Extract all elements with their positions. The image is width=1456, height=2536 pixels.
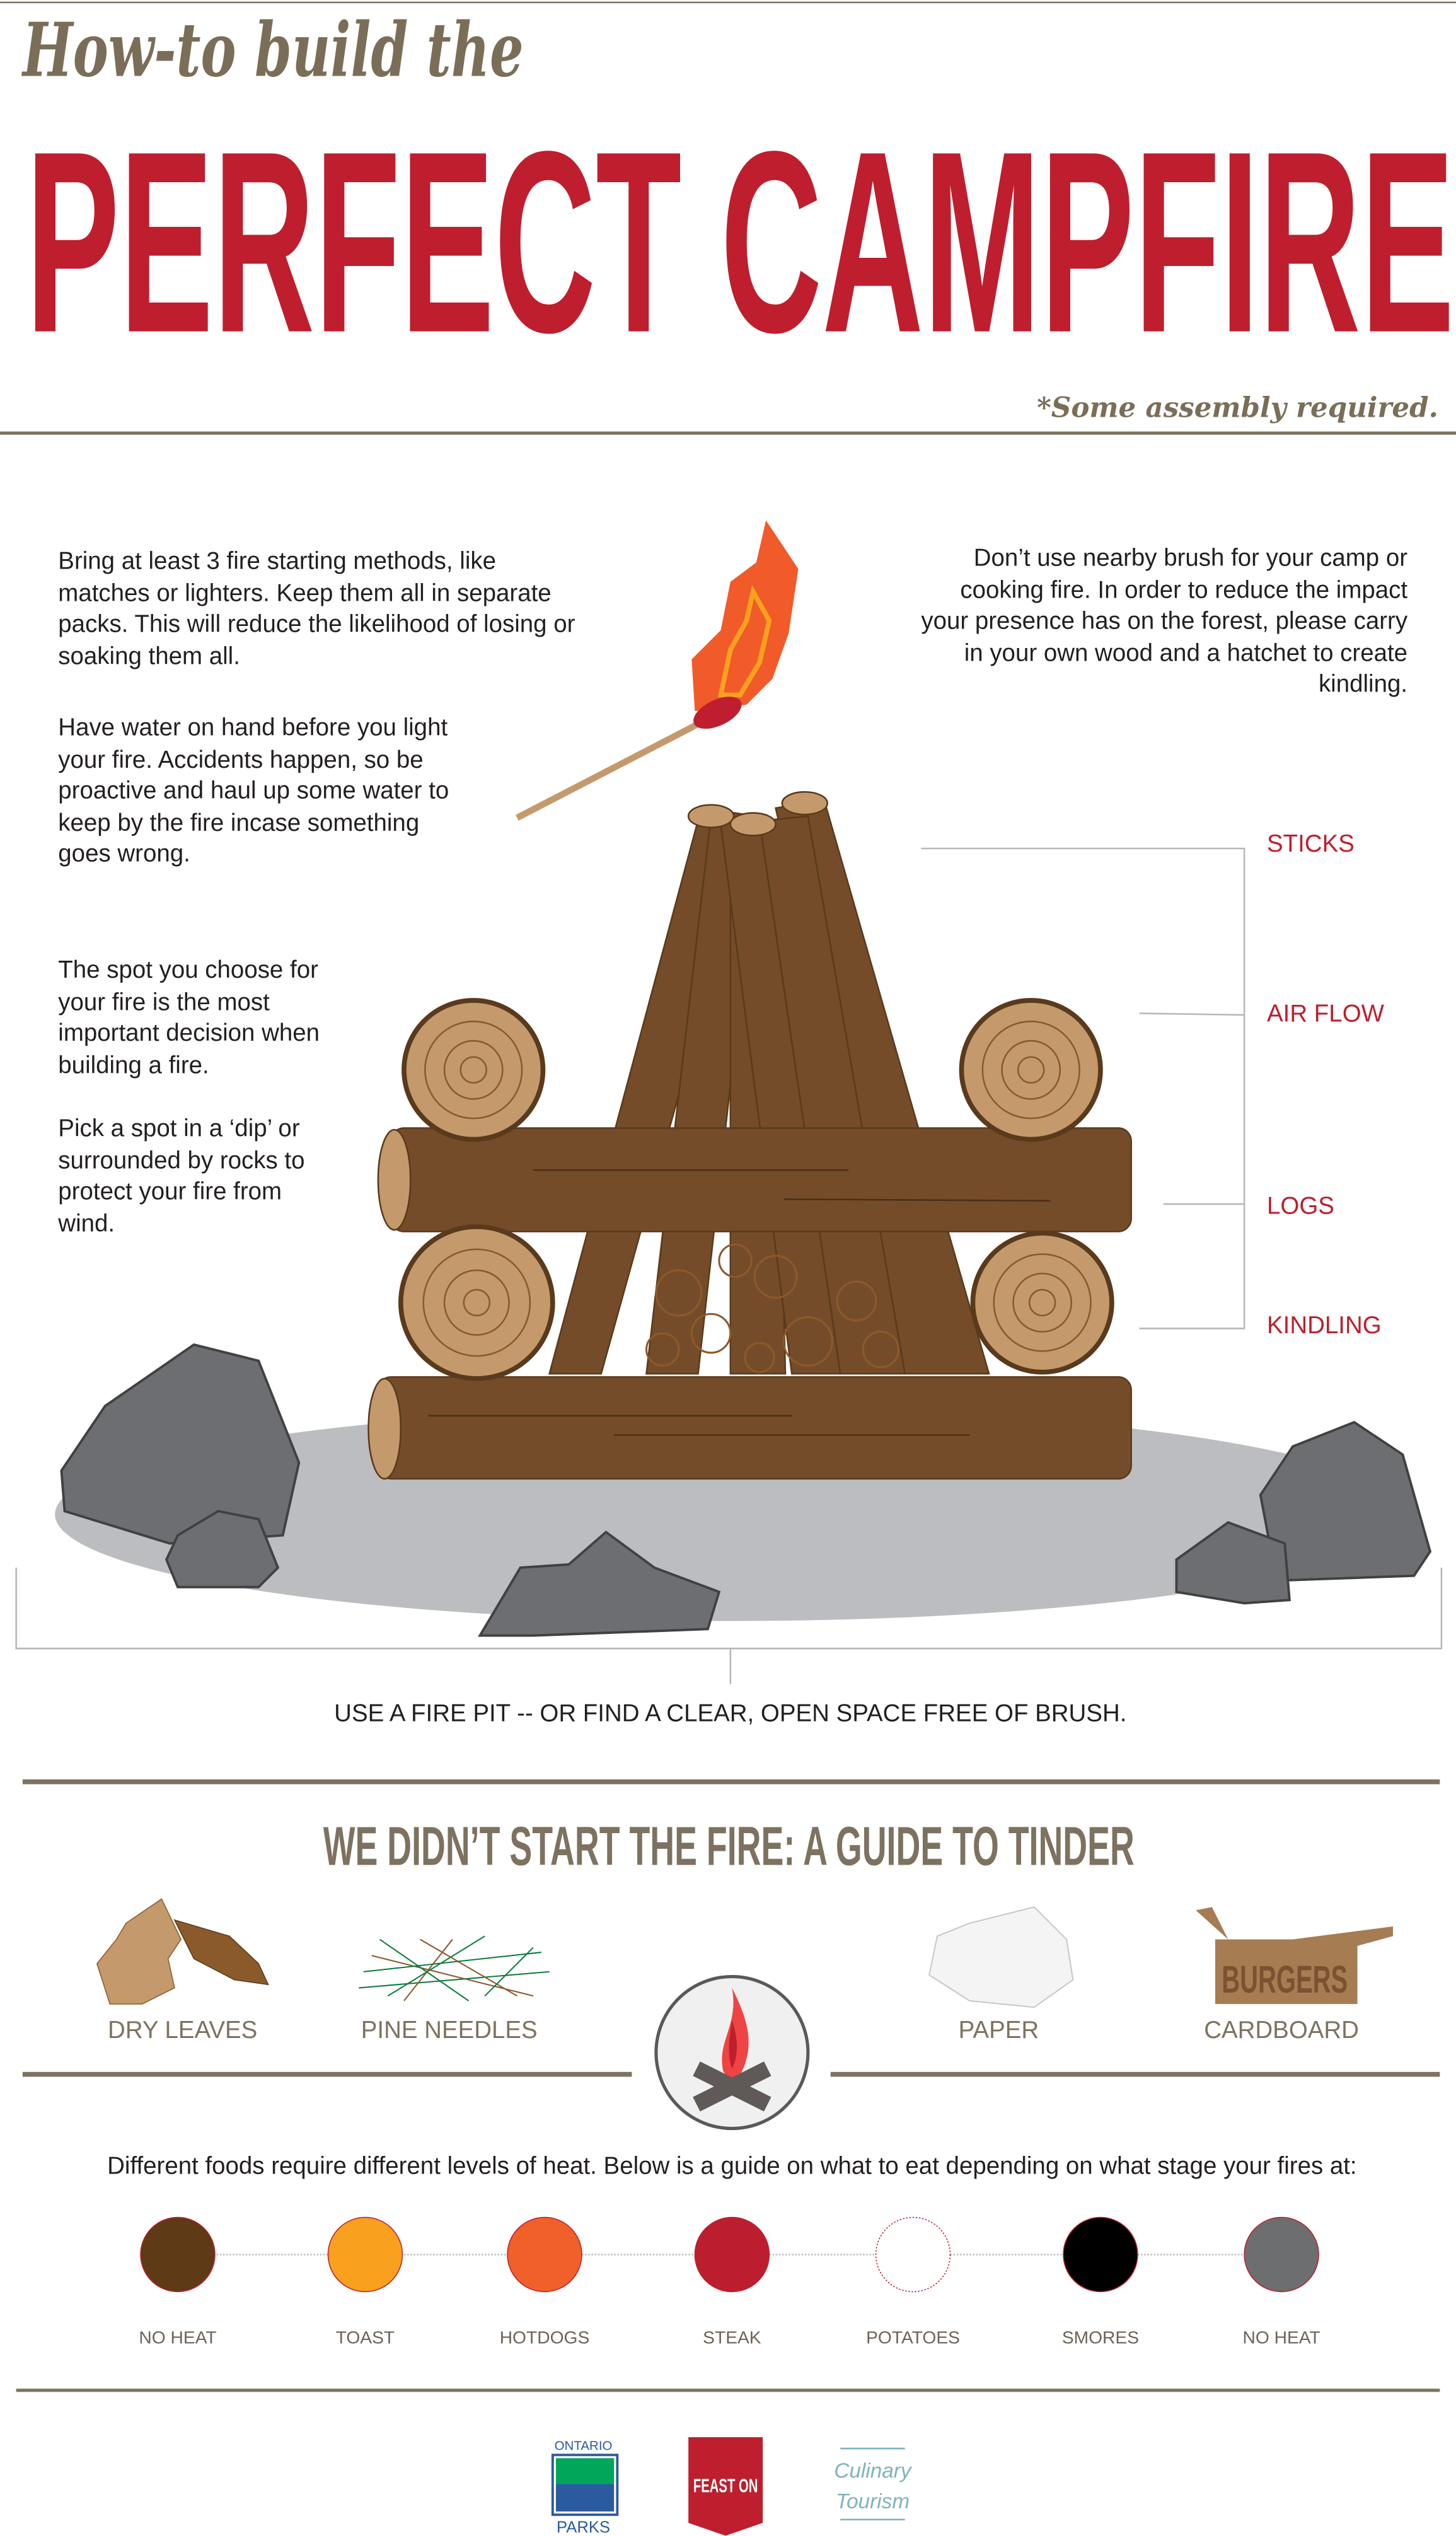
tinder-rule-left [22,2071,632,2077]
tip-fire-starters: Bring at least 3 fire starting methods, … [58,548,575,671]
pine-needles-icon [359,1935,550,2001]
logs [367,998,1132,1480]
tinder-label-cardboard: CARDBOARD [1204,2017,1359,2045]
heat-stage-dot [140,2216,216,2293]
sticks [548,790,990,1375]
logo-parks-text: PARKS [557,2518,610,2535]
dry-leaves-icon [96,1898,269,2005]
logo-feast-text: FEAST ON [693,2474,758,2496]
heat-stage-dot [507,2216,582,2293]
heat-stage-dot [694,2216,770,2293]
label-air-flow: AIR FLOW [1267,1000,1384,1028]
tinder-label-paper: PAPER [958,2017,1039,2045]
label-logs: LOGS [1267,1193,1334,1220]
tinder-heading-wrap: WE DIDN’T START THE FIRE: A GUIDE TO TIN… [323,1816,1135,1875]
heat-stage-label: STEAK [703,2329,761,2349]
ontario-parks-logo: ONTARIO PARKS [551,2439,619,2536]
feast-on-logo: FEAST ON [688,2437,763,2536]
heat-stage-label: NO HEAT [139,2329,217,2349]
heat-stage-label: TOAST [335,2329,395,2349]
heat-stages [140,2216,1319,2293]
heat-stage-label: NO HEAT [1242,2329,1320,2349]
heat-stage-dot [1063,2216,1138,2293]
leader-lines [15,847,1443,1684]
cardboard-box-icon: BURGERS [1196,1907,1393,2005]
tinder-heading: WE DIDN’T START THE FIRE: A GUIDE TO TIN… [323,1816,1135,1875]
match-icon [516,520,799,821]
logo-culinary-text: Culinary [834,2459,913,2482]
heat-stage-dot [875,2216,951,2293]
fire-pit-caption: USE A FIRE PIT -- OR FIND A CLEAR, OPEN … [334,1700,1127,1728]
label-sticks: STICKS [1267,830,1355,859]
food-intro: Different foods require different levels… [107,2152,1357,2180]
heat-stage-label: HOTDOGS [499,2329,590,2349]
logo-tourism-text: Tourism [836,2490,910,2513]
tinder-icons: BURGERS [96,1898,1393,2008]
label-kindling: KINDLING [1267,1312,1382,1340]
partner-logos: ONTARIO PARKS FEAST ON Culinary Tourism [551,2437,913,2536]
tip-water: Have water on hand before you light your… [58,714,449,869]
page-title: PERFECT CAMPFIRE [26,98,1454,386]
campfire-icon [654,1974,810,2131]
rocks [60,1343,1432,1637]
header-rule [0,431,1456,435]
box-text: BURGERS [1222,1958,1348,2001]
tinder-label-dry-leaves: DRY LEAVES [108,2017,258,2045]
tinder-rule [22,1779,1440,1785]
tip-spot: The spot you choose for your fire is the… [58,956,320,1080]
logo-ontario-text: ONTARIO [555,2439,613,2453]
heat-stage-dot [1244,2216,1319,2293]
top-rule [0,1,1456,4]
tip-brush: Don’t use nearby brush for your camp or … [921,545,1408,699]
culinary-tourism-logo: Culinary Tourism [834,2447,913,2521]
tinder-rule-right [830,2071,1440,2077]
campfire-illustration [15,520,1443,1684]
pretitle: How-to build the [21,6,524,93]
tip-dip: Pick a spot in a ‘dip’ or surrounded by … [58,1115,305,1238]
heat-stage-label: POTATOES [866,2329,960,2349]
title-block: How-to build the PERFECT CAMPFIRE *Some … [21,6,1455,424]
footnote: *Some assembly required. [1037,391,1438,424]
footer-rule [16,2388,1440,2392]
tinder-label-pine-needles: PINE NEEDLES [361,2017,538,2045]
crumpled-paper-icon [928,1906,1074,2008]
heat-stage-label: SMORES [1061,2329,1140,2349]
heat-stage-dot [327,2216,403,2293]
kindling [645,1243,900,1374]
